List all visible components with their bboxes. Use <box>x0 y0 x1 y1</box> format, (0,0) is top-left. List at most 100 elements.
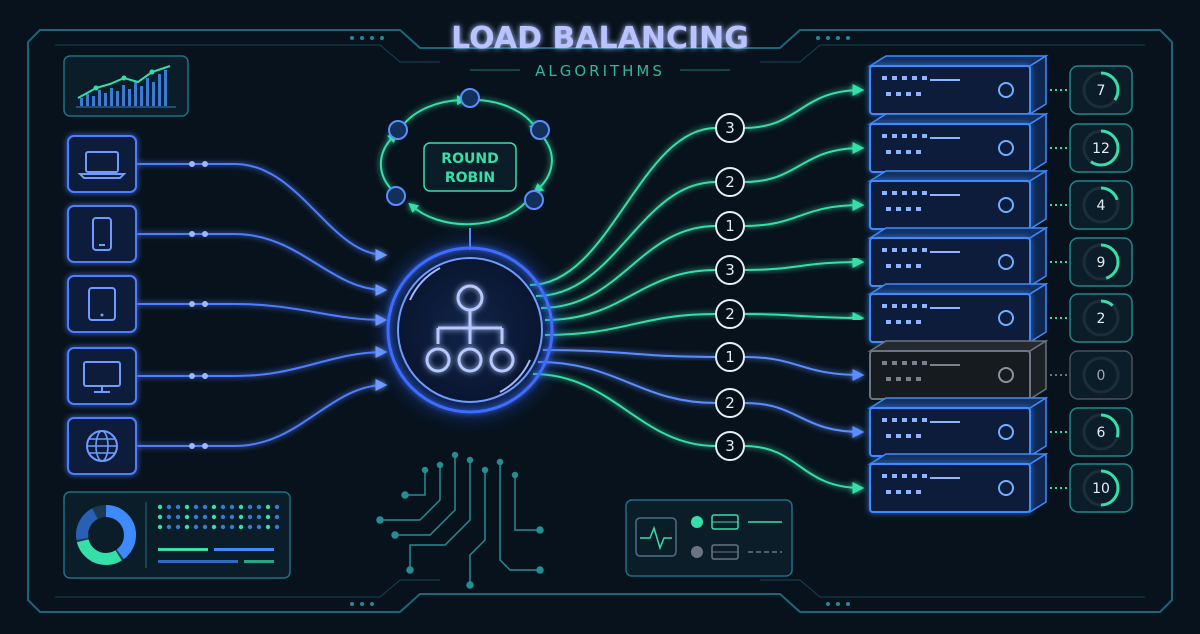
status-dot <box>256 514 262 520</box>
server-connections <box>529 84 865 494</box>
connection-count: 10 <box>1092 481 1110 497</box>
status-dot <box>202 504 208 510</box>
tablet-icon <box>88 287 116 321</box>
connection-gauge: 12 <box>1069 123 1133 173</box>
weight-value: 3 <box>725 119 735 137</box>
cycle-node <box>530 120 550 140</box>
route-link <box>542 349 717 358</box>
link-node <box>189 301 195 307</box>
cycle-node <box>386 186 406 206</box>
status-dot <box>166 524 172 530</box>
status-dot <box>229 504 235 510</box>
weight-value: 2 <box>725 394 735 412</box>
load-arc <box>1082 413 1120 451</box>
status-dot <box>265 514 271 520</box>
round-robin-cycle: ROUND ROBIN <box>379 88 553 250</box>
status-dot <box>238 514 244 520</box>
client-link <box>136 303 388 326</box>
status-dot <box>256 504 262 510</box>
status-dot <box>265 504 271 510</box>
status-dot <box>175 514 181 520</box>
connection-gauge: 9 <box>1069 237 1133 287</box>
status-dot <box>175 504 181 510</box>
client-link <box>136 379 388 447</box>
route-link <box>743 84 865 129</box>
connection-count: 0 <box>1097 368 1106 384</box>
weight-marker: 2 <box>715 299 745 329</box>
client-device <box>67 417 137 475</box>
connection-gauge: 0 <box>1069 350 1133 400</box>
frame-dots <box>350 36 850 606</box>
server-active <box>867 169 1068 231</box>
link-node <box>189 231 195 237</box>
power-indicator-icon <box>998 82 1014 98</box>
client-link <box>136 346 388 377</box>
status-dot <box>202 514 208 520</box>
link-node <box>202 301 208 307</box>
status-dot <box>157 514 163 520</box>
route-link <box>532 373 717 447</box>
load-arc <box>1082 299 1120 337</box>
heartbeat-icon <box>640 525 672 551</box>
server-inactive <box>867 339 1068 401</box>
route-link <box>743 311 865 324</box>
status-dot <box>220 524 226 530</box>
status-dot <box>157 504 163 510</box>
client-connections <box>136 161 388 449</box>
link-node <box>189 443 195 449</box>
power-indicator-icon <box>998 197 1014 213</box>
status-dot <box>166 514 172 520</box>
route-link <box>743 256 865 271</box>
circuit-traces <box>376 451 544 589</box>
clients-column <box>67 135 137 475</box>
power-indicator-icon <box>998 310 1014 326</box>
route-link <box>743 445 865 494</box>
algorithm-label-line2: ROBIN <box>445 170 495 186</box>
server-active <box>867 112 1068 174</box>
status-dot <box>247 524 253 530</box>
status-dot <box>157 524 163 530</box>
client-device <box>67 135 137 193</box>
load-arc <box>1082 469 1120 507</box>
power-indicator-icon <box>998 367 1014 383</box>
weight-marker: 3 <box>715 431 745 461</box>
weight-value: 3 <box>725 437 735 455</box>
power-indicator-icon <box>998 254 1014 270</box>
route-link <box>743 142 865 183</box>
status-dot <box>256 524 262 530</box>
status-dot <box>265 524 271 530</box>
status-dot <box>193 524 199 530</box>
route-link <box>544 313 717 336</box>
route-link <box>743 199 865 227</box>
status-dot <box>175 524 181 530</box>
client-device <box>67 275 137 333</box>
server-active <box>867 226 1068 288</box>
weight-marker: 2 <box>715 388 745 418</box>
connection-gauge: 7 <box>1069 65 1133 115</box>
donut-chart-icon <box>76 505 136 565</box>
link-node <box>202 443 208 449</box>
route-link <box>743 356 865 381</box>
client-link <box>136 233 388 296</box>
route-link <box>529 127 717 286</box>
link-node <box>189 373 195 379</box>
distribution-tree-icon <box>425 284 515 373</box>
status-dot <box>193 504 199 510</box>
desktop-monitor-icon <box>83 361 121 393</box>
status-dot <box>238 504 244 510</box>
status-dot <box>184 514 190 520</box>
route-link <box>540 225 717 309</box>
status-dot <box>184 524 190 530</box>
route-link <box>537 361 717 404</box>
client-link <box>136 163 388 261</box>
status-dot <box>274 514 280 520</box>
status-dot <box>220 504 226 510</box>
connection-gauge: 6 <box>1069 407 1133 457</box>
algorithm-label-box <box>423 142 517 192</box>
servers-column <box>867 54 1068 514</box>
connection-count: 6 <box>1097 425 1106 441</box>
route-link <box>535 181 717 297</box>
